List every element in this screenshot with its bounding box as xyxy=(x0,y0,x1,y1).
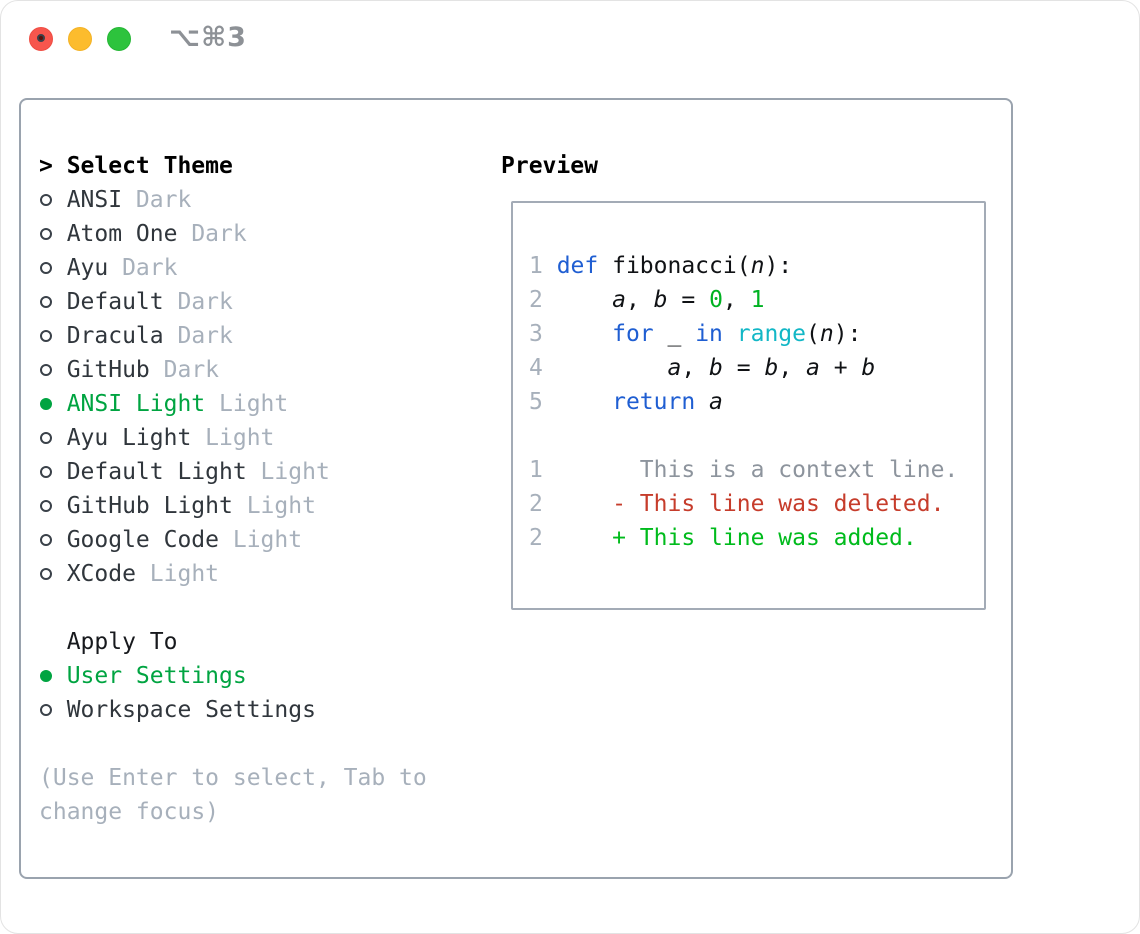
theme-option-label: ANSI Light xyxy=(66,391,206,417)
theme-variant-tag: Dark xyxy=(108,255,178,281)
theme-option-ansi[interactable]: ANSI Dark xyxy=(39,183,489,217)
theme-option-label: Atom One xyxy=(66,221,178,247)
radio-selected-icon xyxy=(40,670,52,682)
theme-variant-tag: Light xyxy=(232,493,316,519)
code-line: 2 + This line was added. xyxy=(529,525,917,551)
code-line: 2 - This line was deleted. xyxy=(529,491,945,517)
radio-unselected-icon xyxy=(40,364,52,376)
radio-unselected-icon xyxy=(40,194,52,206)
theme-variant-tag: Light xyxy=(135,561,220,587)
code-line: 3 for _ in range(n): xyxy=(529,321,862,347)
select-theme-header: > Select Theme xyxy=(39,149,489,183)
window-shortcut-label: ⌥⌘3 xyxy=(169,22,247,53)
select-theme-title: Select Theme xyxy=(66,153,233,179)
preview-box: 1 def fibonacci(n): 2 a, b = 0, 1 3 for _ … xyxy=(511,201,986,610)
code-line: 5 return a xyxy=(529,389,723,415)
radio-unselected-icon xyxy=(40,534,52,546)
radio-unselected-icon xyxy=(40,704,52,716)
radio-unselected-icon xyxy=(40,296,52,308)
spacer xyxy=(39,591,489,625)
theme-option-ayu[interactable]: Ayu Dark xyxy=(39,251,489,285)
theme-option-label: Google Code xyxy=(66,527,220,553)
zoom-button[interactable] xyxy=(107,27,131,51)
radio-unselected-icon xyxy=(40,228,52,240)
theme-option-label: ANSI xyxy=(66,187,123,213)
radio-selected-icon xyxy=(40,398,52,410)
theme-variant-tag: Light xyxy=(246,459,330,485)
theme-option-default[interactable]: Default Dark xyxy=(39,285,489,319)
theme-variant-tag: Light xyxy=(205,391,289,417)
theme-option-xcode[interactable]: XCode Light xyxy=(39,557,489,591)
apply-option-workspace-settings[interactable]: Workspace Settings xyxy=(39,693,489,727)
theme-option-label: GitHub Light xyxy=(66,493,233,519)
code-line: 1 This is a context line. xyxy=(529,457,959,483)
spacer xyxy=(39,727,489,761)
close-button[interactable] xyxy=(29,27,53,51)
theme-option-dracula[interactable]: Dracula Dark xyxy=(39,319,489,353)
radio-unselected-icon xyxy=(40,262,52,274)
theme-option-label: GitHub xyxy=(66,357,150,383)
preview-code: 1 def fibonacci(n): 2 a, b = 0, 1 3 for _ … xyxy=(529,249,984,555)
theme-option-label: Ayu Light xyxy=(66,425,192,451)
radio-unselected-icon xyxy=(40,568,52,580)
theme-option-atom-one[interactable]: Atom One Dark xyxy=(39,217,489,251)
theme-option-label: Ayu xyxy=(66,255,109,281)
theme-option-google-code[interactable]: Google Code Light xyxy=(39,523,489,557)
radio-unselected-icon xyxy=(40,330,52,342)
code-line: 4 a, b = b, a + b xyxy=(529,355,876,381)
help-text-line-2: change focus) xyxy=(39,799,220,825)
theme-variant-tag: Dark xyxy=(163,323,233,349)
theme-variant-tag: Dark xyxy=(149,357,220,383)
apply-option-label: User Settings xyxy=(66,663,247,689)
help-text-line-1: (Use Enter to select, Tab to xyxy=(39,765,427,791)
theme-option-default-light[interactable]: Default Light Light xyxy=(39,455,489,489)
preview-title: Preview xyxy=(501,153,598,179)
apply-option-label: Workspace Settings xyxy=(66,697,316,723)
unsaved-dot-icon xyxy=(37,34,45,42)
theme-option-label: XCode xyxy=(66,561,136,587)
theme-option-label: Default xyxy=(66,289,164,315)
theme-option-github-light[interactable]: GitHub Light Light xyxy=(39,489,489,523)
code-line xyxy=(529,419,984,453)
theme-option-label: Default Light xyxy=(66,459,247,485)
minimize-button[interactable] xyxy=(68,27,92,51)
theme-option-ansi-light[interactable]: ANSI Light Light xyxy=(39,387,489,421)
theme-variant-tag: Dark xyxy=(122,187,192,213)
cursor-prefix-icon: > xyxy=(39,153,53,179)
theme-variant-tag: Light xyxy=(191,425,275,451)
radio-unselected-icon xyxy=(40,432,52,444)
apply-to-header: Apply To xyxy=(39,625,489,659)
theme-variant-tag: Dark xyxy=(163,289,233,315)
apply-option-user-settings[interactable]: User Settings xyxy=(39,659,489,693)
theme-variant-tag: Light xyxy=(219,527,303,553)
theme-variant-tag: Dark xyxy=(177,221,247,247)
theme-option-github[interactable]: GitHub Dark xyxy=(39,353,489,387)
apply-to-title: Apply To xyxy=(66,629,178,655)
code-line: 2 a, b = 0, 1 xyxy=(529,287,765,313)
theme-option-label: Dracula xyxy=(66,323,164,349)
code-line: 1 def fibonacci(n): xyxy=(529,253,793,279)
radio-unselected-icon xyxy=(40,500,52,512)
radio-unselected-icon xyxy=(40,466,52,478)
theme-option-ayu-light[interactable]: Ayu Light Light xyxy=(39,421,489,455)
